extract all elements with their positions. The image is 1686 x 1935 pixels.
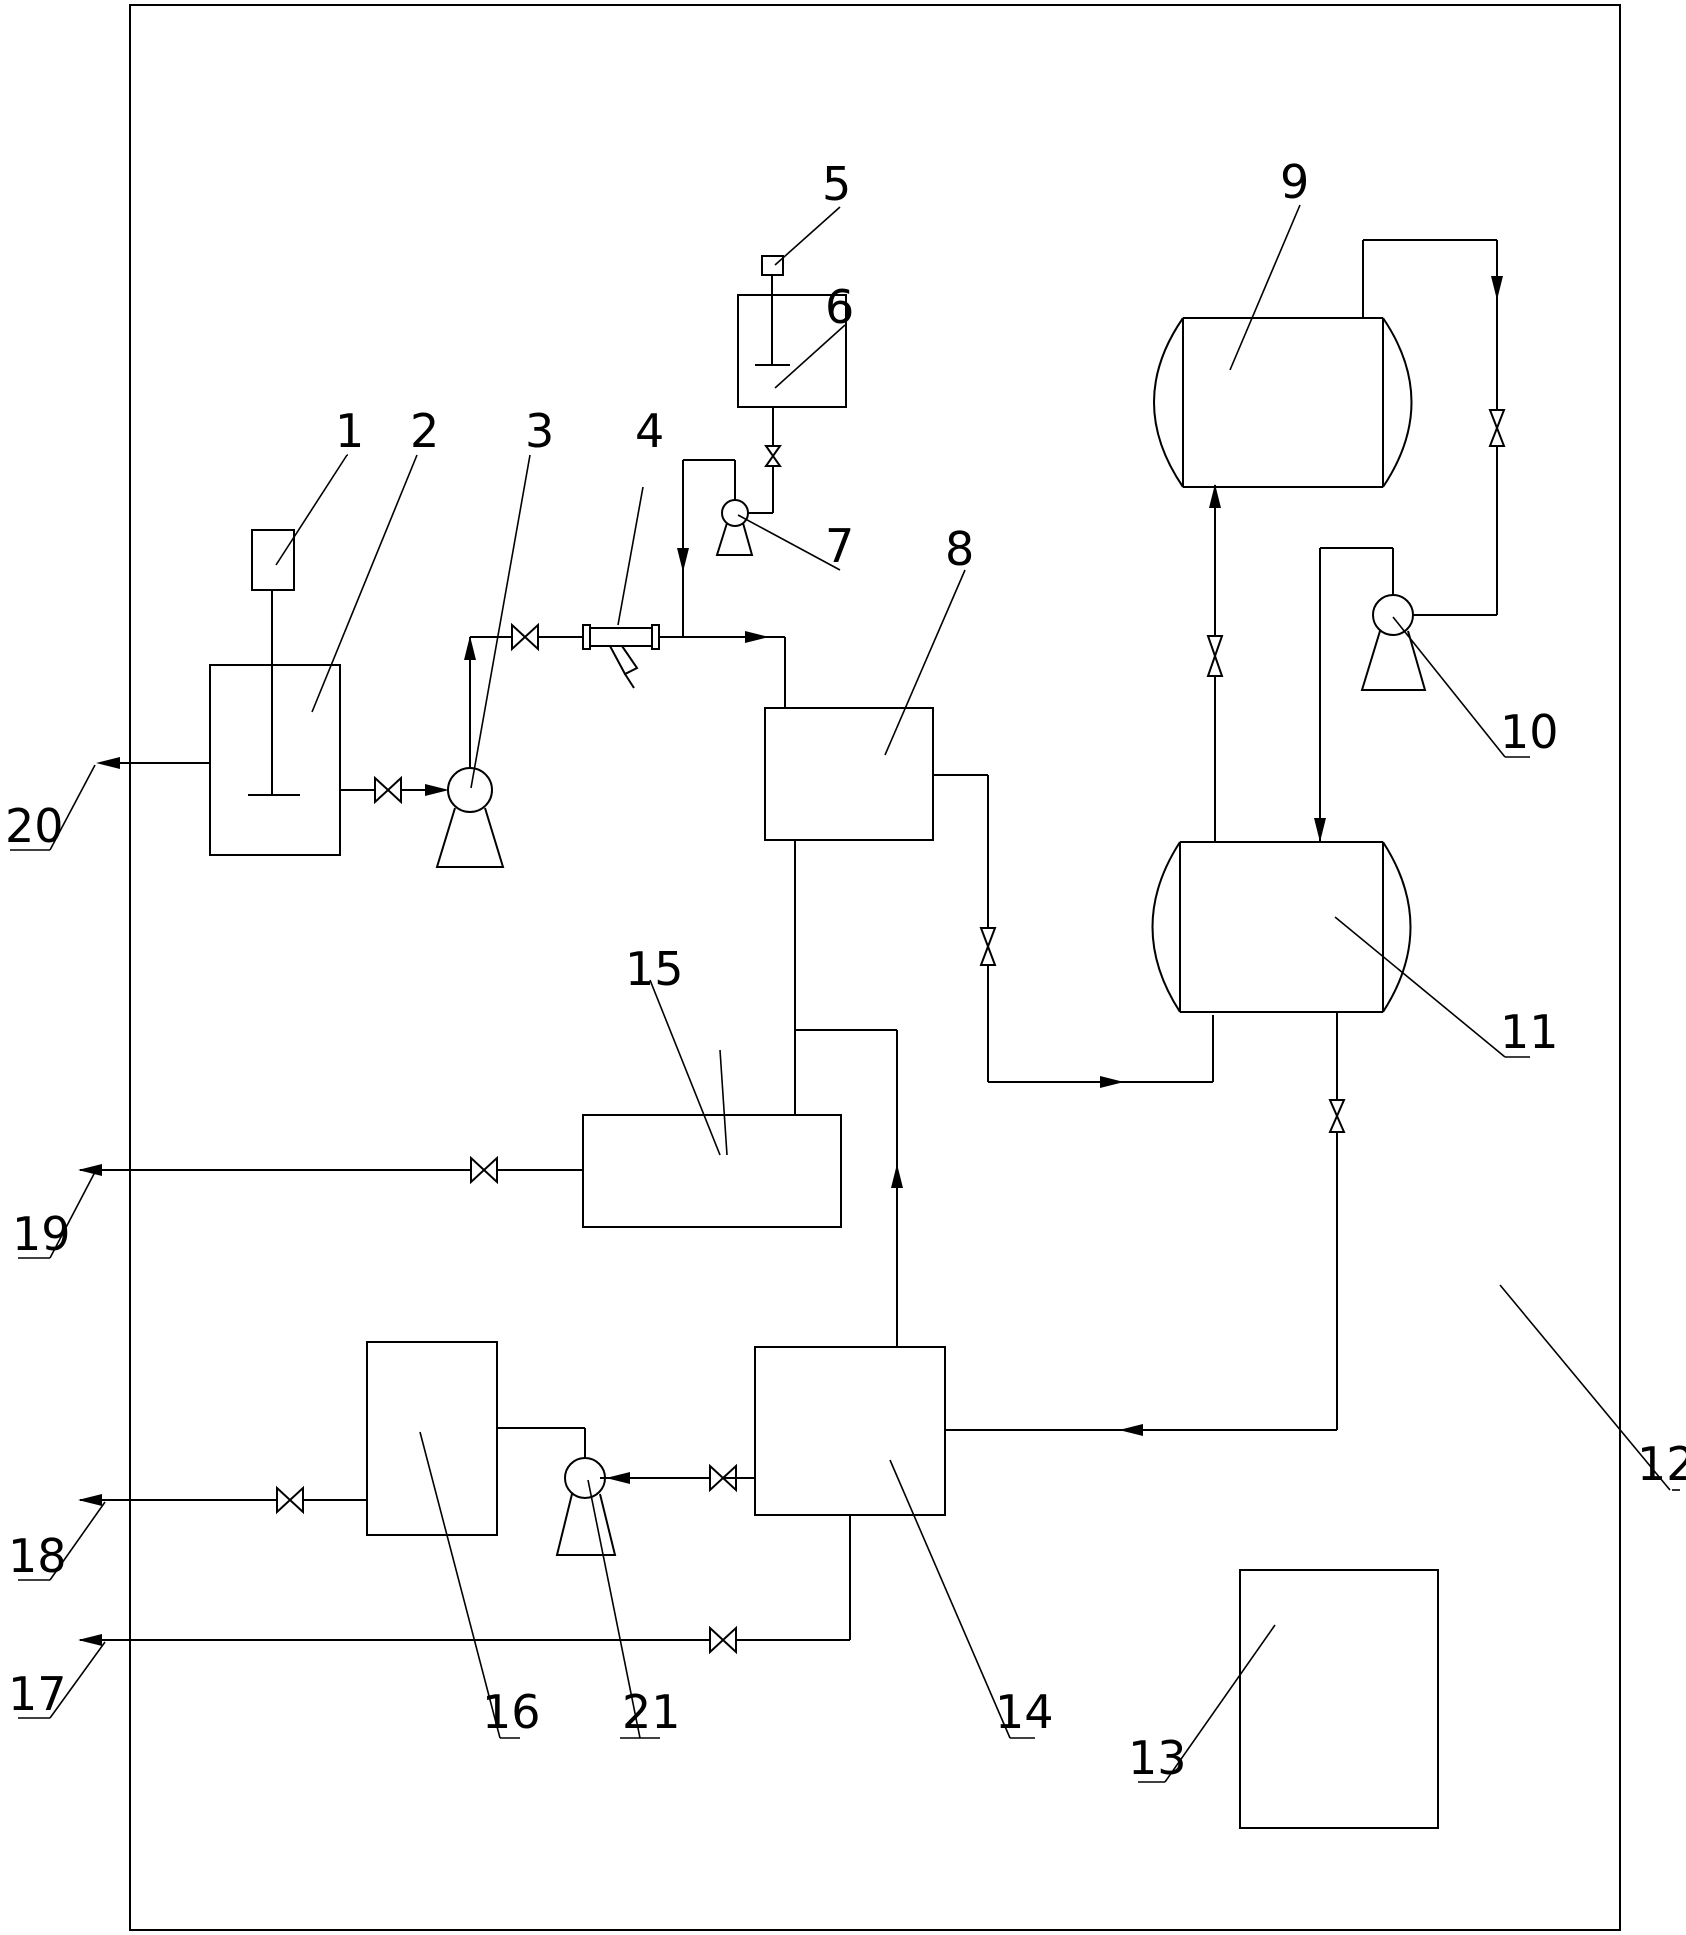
label-6: 6: [825, 280, 854, 334]
tank-16: [366, 1341, 498, 1536]
pipe-21-to-16: [497, 1427, 586, 1458]
label-3: 3: [525, 404, 554, 458]
pipe-11-to-14: [945, 1012, 1346, 1436]
pipe-14-to-8: [794, 840, 903, 1347]
label-1: 1: [335, 404, 364, 458]
agitator-motor-1: [251, 529, 295, 591]
label-17: 17: [8, 1667, 67, 1721]
label-12: 12: [1637, 1437, 1686, 1491]
label-7: 7: [825, 519, 854, 573]
pipe-9-to-10: [1362, 239, 1506, 616]
pipe-11-to-9: [1206, 484, 1224, 842]
label-2: 2: [410, 404, 439, 458]
label-4: 4: [635, 404, 664, 458]
label-19: 19: [12, 1207, 71, 1261]
pipe-7-to-main: [677, 459, 736, 637]
label-5: 5: [822, 157, 851, 211]
label-15: 15: [625, 942, 684, 996]
pipe-4-to-8: [659, 631, 786, 708]
label-13: 13: [1128, 1731, 1187, 1785]
label-10: 10: [1500, 705, 1559, 759]
box-13: [1239, 1569, 1439, 1829]
label-21: 21: [622, 1685, 681, 1739]
label-16: 16: [482, 1685, 541, 1739]
dosing-motor-5: [761, 255, 784, 276]
valve-2-3: [340, 775, 449, 805]
pipe-6-to-7: [748, 407, 782, 514]
enclosure-frame-12: [129, 4, 1621, 1931]
outlet-line-19: [78, 1155, 583, 1185]
tank-14: [754, 1346, 946, 1516]
label-18: 18: [8, 1529, 67, 1583]
leader-lines: [10, 204, 1680, 1783]
mixing-tank-2: [209, 590, 341, 856]
inlet-line-20: [96, 757, 210, 769]
pipe-10-to-11: [1314, 547, 1394, 842]
vessel-9: [1153, 317, 1413, 488]
pump-21: [555, 1457, 617, 1556]
tank-8: [764, 707, 934, 841]
pump-3: [435, 767, 505, 868]
pump-10: [1360, 594, 1427, 691]
label-8: 8: [945, 522, 974, 576]
pump-7: [715, 499, 754, 556]
pipe-3-to-4: [464, 622, 583, 768]
outlet-line-17: [78, 1515, 851, 1655]
vessel-11: [1151, 841, 1412, 1013]
filter-4: [582, 624, 660, 689]
pipe-8-to-11: [933, 774, 1214, 1088]
outlet-line-18: [78, 1485, 367, 1515]
label-20: 20: [5, 799, 64, 853]
tank-15: [582, 1114, 842, 1228]
pipe-14-to-21: [600, 1463, 755, 1493]
dosing-tank-6: [737, 274, 847, 408]
label-11: 11: [1500, 1005, 1559, 1059]
label-9: 9: [1280, 155, 1309, 209]
label-14: 14: [995, 1685, 1054, 1739]
